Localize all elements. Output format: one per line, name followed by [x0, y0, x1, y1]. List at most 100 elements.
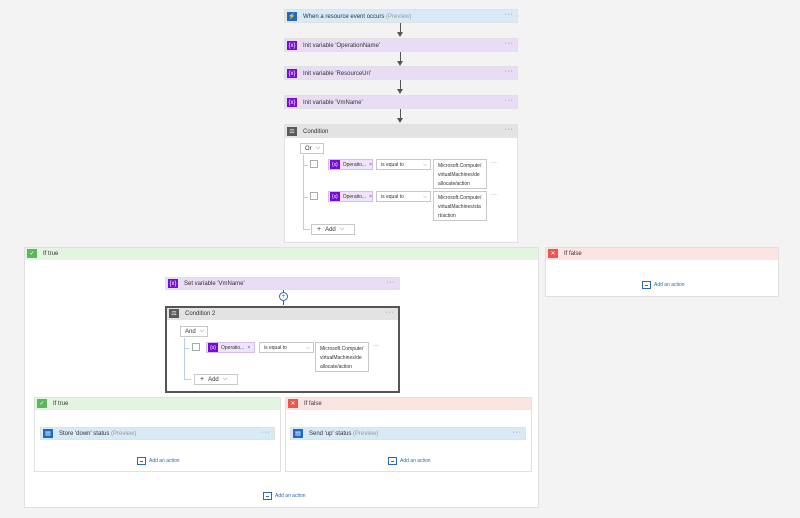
- operator-label: is equal to: [264, 344, 287, 351]
- chevron-down-icon: ⌵: [306, 344, 310, 351]
- dynamic-token[interactable]: {x} Operatio... ×: [328, 159, 373, 170]
- tree-line: [184, 338, 185, 380]
- operator-label: is equal to: [381, 161, 404, 168]
- step-init-resourceuri[interactable]: {x} Init variable 'ResourceUri' ···: [284, 66, 518, 80]
- preview-badge: (Preview): [353, 431, 379, 437]
- if-false-branch: ✕ If false: [545, 247, 779, 297]
- more-options-icon[interactable]: ···: [504, 40, 513, 47]
- action-title: Store 'down' status: [59, 431, 110, 437]
- action-store-down-status[interactable]: ▤ Store 'down' status (Preview) ···: [40, 427, 275, 440]
- tree-line: [303, 197, 308, 198]
- more-options-icon[interactable]: ···: [504, 97, 513, 104]
- group-operator-label: Or: [305, 145, 312, 152]
- tree-line: [303, 155, 304, 230]
- add-action-label: Add an action: [275, 493, 306, 499]
- action-title: Send 'up' status: [309, 431, 352, 437]
- dynamic-token[interactable]: {x} Operatio... ×: [206, 342, 255, 353]
- add-action-label: Add an action: [149, 458, 180, 464]
- close-icon[interactable]: ×: [247, 344, 251, 351]
- variable-icon: {x}: [168, 279, 178, 288]
- token-label: Operatio...: [342, 193, 367, 200]
- chevron-down-icon: ⌵: [199, 328, 205, 334]
- more-options-icon[interactable]: ···: [373, 343, 379, 349]
- connector-arrow: [400, 109, 401, 121]
- add-condition-button[interactable]: +Add⌵: [311, 224, 355, 235]
- add-label: Add: [208, 376, 219, 383]
- tree-line: [184, 379, 191, 380]
- inner-if-false-title: If false: [304, 401, 322, 407]
- value-input[interactable]: Microsoft.Compute/virtualMachines/start/…: [433, 191, 487, 221]
- operator-select[interactable]: is equal to ⌵: [259, 342, 314, 353]
- add-an-action-link[interactable]: Add an action: [388, 457, 431, 465]
- row-checkbox[interactable]: [310, 192, 318, 200]
- more-options-icon[interactable]: ···: [261, 429, 270, 436]
- chevron-down-icon: ⌵: [339, 226, 345, 232]
- condition-card[interactable]: ⚖ Condition ··· Or⌵ {x} Operatio... × is…: [284, 124, 518, 243]
- more-options-icon[interactable]: ···: [385, 309, 394, 316]
- value-input[interactable]: Microsoft.Compute/virtualMachines/deallo…: [433, 159, 487, 189]
- variable-icon: {x}: [287, 69, 297, 78]
- preview-badge: (Preview): [111, 431, 137, 437]
- connector-arrow: [400, 52, 401, 64]
- step-init-vmname[interactable]: {x} Init variable 'VmName' ···: [284, 95, 518, 109]
- add-an-action-link[interactable]: Add an action: [137, 457, 180, 465]
- add-action-label: Add an action: [654, 282, 685, 288]
- tree-line: [303, 165, 308, 166]
- add-action-icon: [388, 457, 397, 465]
- condition-icon: ⚖: [169, 309, 179, 318]
- chevron-down-icon: ⌵: [315, 145, 321, 151]
- step-title: Init variable 'VmName': [303, 99, 363, 106]
- check-icon: ✓: [37, 399, 47, 408]
- connector-arrow: [400, 80, 401, 92]
- arrow-down-icon: [397, 61, 403, 66]
- add-an-action-link[interactable]: Add an action: [642, 281, 685, 289]
- more-options-icon[interactable]: ···: [491, 160, 497, 166]
- tree-line: [184, 348, 189, 349]
- step-set-vmname[interactable]: {x} Set variable 'VmName' ···: [165, 277, 400, 290]
- if-true-title: If true: [43, 251, 59, 257]
- plus-icon: +: [200, 376, 205, 383]
- condition-title: Condition 2: [185, 311, 216, 317]
- variable-icon: {x}: [287, 41, 297, 50]
- storage-table-icon: ▤: [293, 429, 303, 438]
- token-label: Operatio...: [342, 161, 367, 168]
- dynamic-token[interactable]: {x} Operatio... ×: [328, 191, 373, 202]
- value-input[interactable]: Microsoft.Compute/virtualMachines/deallo…: [315, 342, 369, 372]
- chevron-down-icon: ⌵: [423, 193, 427, 200]
- row-checkbox[interactable]: [310, 160, 318, 168]
- more-options-icon[interactable]: ···: [504, 68, 513, 75]
- more-options-icon[interactable]: ···: [512, 429, 521, 436]
- insert-step-icon[interactable]: +: [279, 292, 288, 301]
- more-options-icon[interactable]: ···: [504, 126, 513, 133]
- add-condition-button[interactable]: +Add⌵: [194, 374, 238, 385]
- more-options-icon[interactable]: ···: [491, 192, 497, 198]
- group-operator-select[interactable]: Or⌵: [300, 143, 324, 154]
- step-title: Set variable 'VmName': [184, 281, 245, 287]
- check-icon: ✓: [27, 249, 37, 258]
- more-options-icon[interactable]: ···: [504, 11, 513, 18]
- operator-select[interactable]: is equal to⌵: [376, 191, 431, 202]
- chevron-down-icon: ⌵: [222, 376, 228, 382]
- close-icon[interactable]: ×: [369, 193, 372, 200]
- variable-icon: {x}: [287, 98, 297, 107]
- cross-icon: ✕: [548, 249, 558, 258]
- condition-icon: ⚖: [287, 127, 297, 136]
- operator-select[interactable]: is equal to⌵: [376, 159, 431, 170]
- tree-line: [303, 229, 310, 230]
- connector-arrow: [400, 23, 401, 35]
- group-operator-label: And: [185, 328, 196, 335]
- add-an-action-link[interactable]: Add an action: [263, 492, 306, 500]
- step-title: Init variable 'ResourceUri': [303, 70, 371, 77]
- condition-title: Condition: [303, 128, 329, 135]
- group-operator-select[interactable]: And⌵: [180, 326, 208, 337]
- variable-icon: {x}: [330, 192, 340, 201]
- add-action-icon: [263, 492, 272, 500]
- step-init-operationname[interactable]: {x} Init variable 'OperationName' ···: [284, 38, 518, 52]
- trigger-card[interactable]: ⚡ When a resource event occurs (Preview)…: [284, 9, 518, 23]
- row-checkbox[interactable]: [192, 343, 200, 351]
- close-icon[interactable]: ×: [369, 161, 372, 168]
- condition-2-card[interactable]: ⚖ Condition 2 ··· And⌵ {x} Operatio... ×…: [165, 306, 400, 393]
- add-action-icon: [642, 281, 651, 289]
- action-send-up-status[interactable]: ▤ Send 'up' status (Preview) ···: [290, 427, 526, 440]
- more-options-icon[interactable]: ···: [386, 279, 395, 286]
